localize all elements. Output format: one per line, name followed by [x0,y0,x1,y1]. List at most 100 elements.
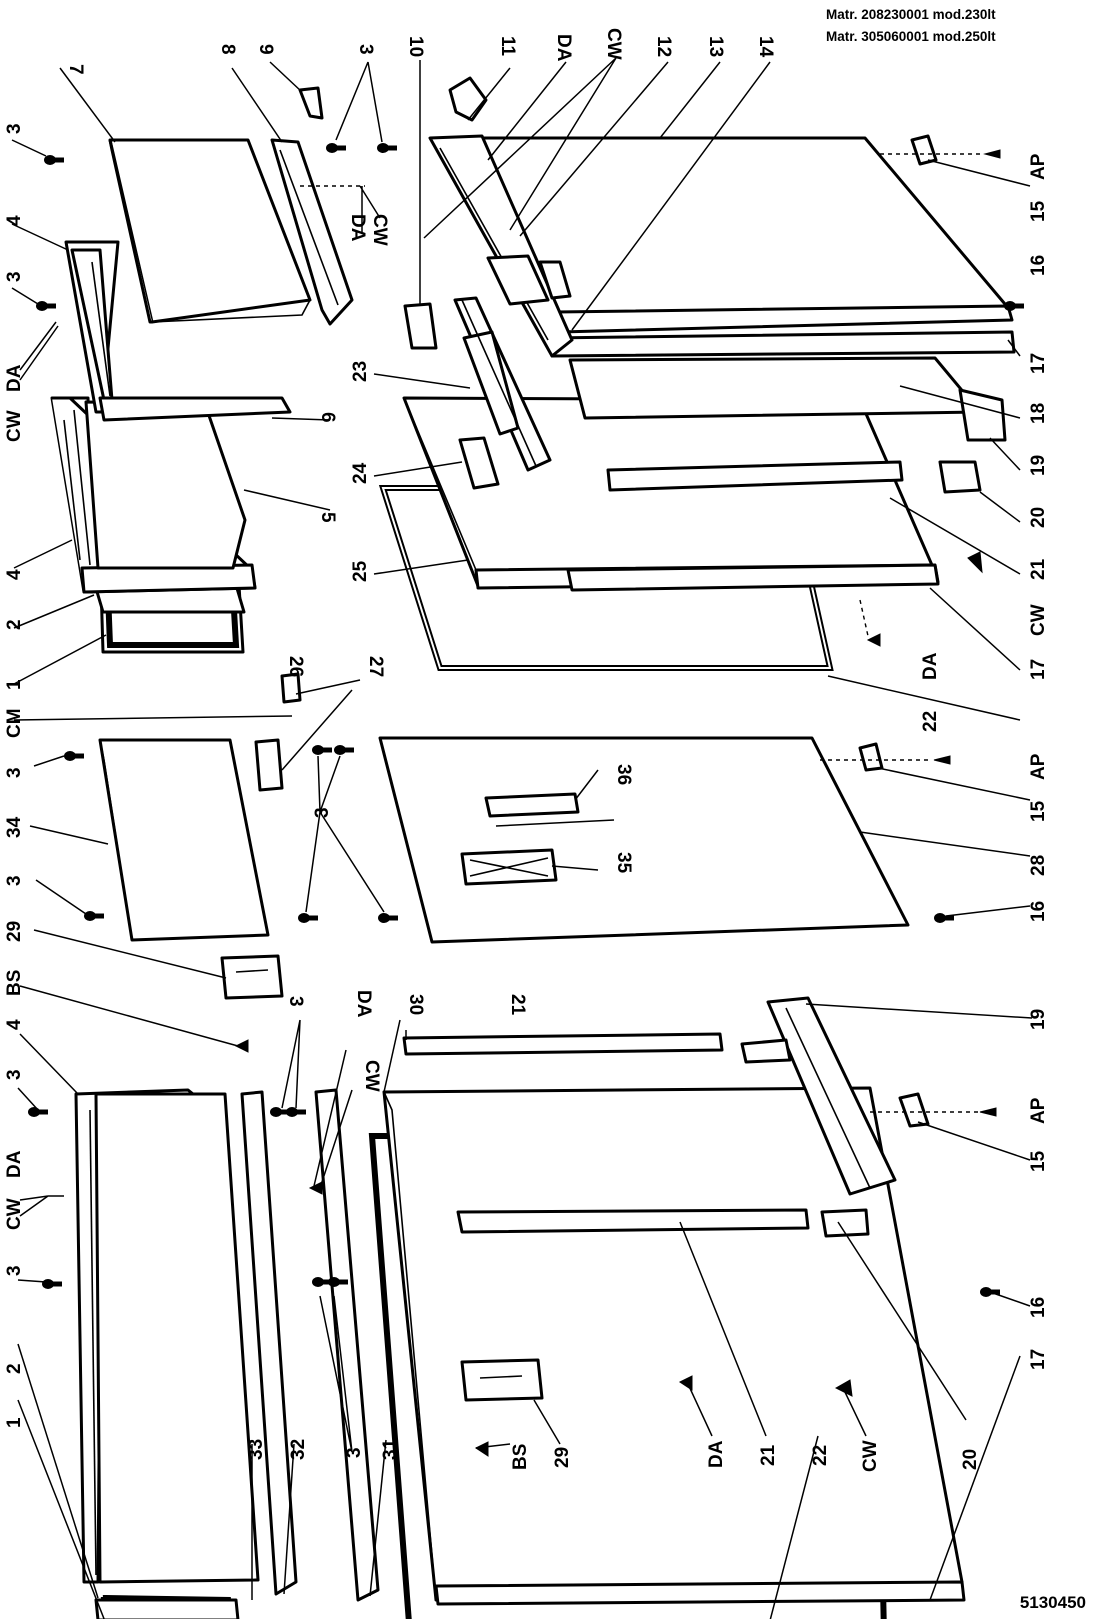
trim-part-36 [484,792,580,818]
dart-bs-b [475,1441,489,1457]
callout-22b: 22 [810,1445,831,1466]
hinge-part-15a [910,134,938,166]
profile-part-19a [958,388,1007,442]
callout-da-a: DA [4,364,25,392]
callout-ap-b: AP [1028,753,1049,780]
bar-part-21b [456,1208,810,1234]
callout-4b: 4 [4,569,25,580]
leader-lines [11,57,1033,1619]
callout-23: 23 [350,361,371,382]
inner-liner-part-2b [94,1598,240,1619]
hinge-block-part-10 [403,302,438,350]
callout-20a: 20 [1028,507,1049,528]
inner-panel-part-5 [84,400,247,570]
model-line-2: Matr. 305060001 mod.250lt [826,29,996,44]
pin-ap-a [983,149,1001,159]
liner-part-25 [402,396,937,588]
callout-3a: 3 [4,123,25,134]
screw-16a [1004,301,1024,311]
callout-21c: 21 [758,1444,779,1466]
callout-22a: 22 [920,711,941,732]
screw-3n [286,1107,306,1117]
callout-da-d: DA [920,652,941,680]
callout-cm-a: CM [4,708,25,738]
callout-17c: 17 [1028,1349,1049,1370]
callout-ap-a: AP [1028,153,1049,180]
bottom-group [74,996,966,1619]
panel-part-18 [568,356,982,420]
callout-19b: 19 [1028,1009,1049,1030]
bracket-part-24 [458,436,500,490]
callout-cw-b: CW [369,214,390,246]
door-frame-part-4c [74,1088,260,1584]
callout-2b: 2 [4,1363,25,1374]
bottom-bar-part-17a [566,563,940,592]
screw-3f [84,911,104,921]
callout-33: 33 [246,1439,267,1460]
callout-3e: 3 [4,875,25,886]
callout-29b: 29 [552,1447,573,1468]
callout-da-b: DA [347,214,368,242]
callout-3c: 3 [355,44,376,55]
callout-21a: 21 [1028,558,1049,580]
screw-cw-g [834,1379,853,1397]
callout-cw-c: CW [603,28,624,60]
callout-18: 18 [1028,403,1049,424]
callout-da-e: DA [4,1150,25,1178]
callout-3h: 3 [4,1265,25,1276]
screw-3h [334,745,354,755]
model-header: Matr. 208230001 mod.230lt Matr. 30506000… [826,4,1096,48]
callout-34: 34 [4,816,25,838]
screw-3g [312,745,332,755]
callout-19a: 19 [1028,455,1049,476]
callout-da-f: DA [353,990,374,1018]
bar-part-21a [606,460,904,492]
bar-part-21c [402,1032,724,1056]
callout-1b: 1 [4,1417,25,1428]
middle-group [98,672,910,1000]
callout-5: 5 [317,512,338,523]
callout-17b: 17 [1028,659,1049,680]
screw-16b [934,913,954,923]
drawing-code: 5130450 [1019,1593,1086,1612]
clip-part-9 [298,86,324,120]
callout-6: 6 [317,412,338,423]
callout-13: 13 [705,36,726,57]
screw-3j [378,913,398,923]
bracket-part-29a [220,954,284,1000]
screw-bs-a [234,1039,249,1053]
cap-part-11 [448,76,488,122]
screw-3a [44,155,64,165]
screw-cw-d [967,551,983,574]
callout-25: 25 [350,560,371,582]
dart-da-f [308,1181,323,1195]
callout-27: 27 [365,656,386,677]
profile-part-19b [766,996,897,1196]
callout-20b: 20 [960,1449,981,1470]
callout-21b: 21 [507,994,528,1016]
callout-28: 28 [1028,855,1049,876]
callout-16a: 16 [1028,255,1049,276]
callout-24: 24 [350,462,371,484]
screw-3l [42,1279,62,1289]
hinge-part-15c [898,1092,930,1128]
end-cap-part-20a [938,460,982,494]
callout-9: 9 [255,44,276,55]
freezer-door-group [50,86,354,654]
callout-cw-f: CW [361,1060,382,1092]
callout-31: 31 [380,1438,401,1460]
bar-part-33 [240,1090,298,1596]
screw-3e [64,751,84,761]
callout-26: 26 [285,656,306,677]
screw-3k [28,1107,48,1117]
callout-3f: 3 [312,807,333,818]
fridge-door-group [378,76,1016,671]
callout-14: 14 [755,36,776,58]
callout-3j: 3 [344,1447,365,1458]
callout-labels: 3 4 3 DA CW 4 2 1 7 8 9 3 DA CW 6 5 10 1… [4,28,1049,1472]
door-frame-part-4-upper [64,240,292,422]
callout-4a: 4 [4,215,25,226]
callout-32: 32 [288,1439,309,1460]
model-line-1: Matr. 208230001 mod.230lt [826,7,996,22]
